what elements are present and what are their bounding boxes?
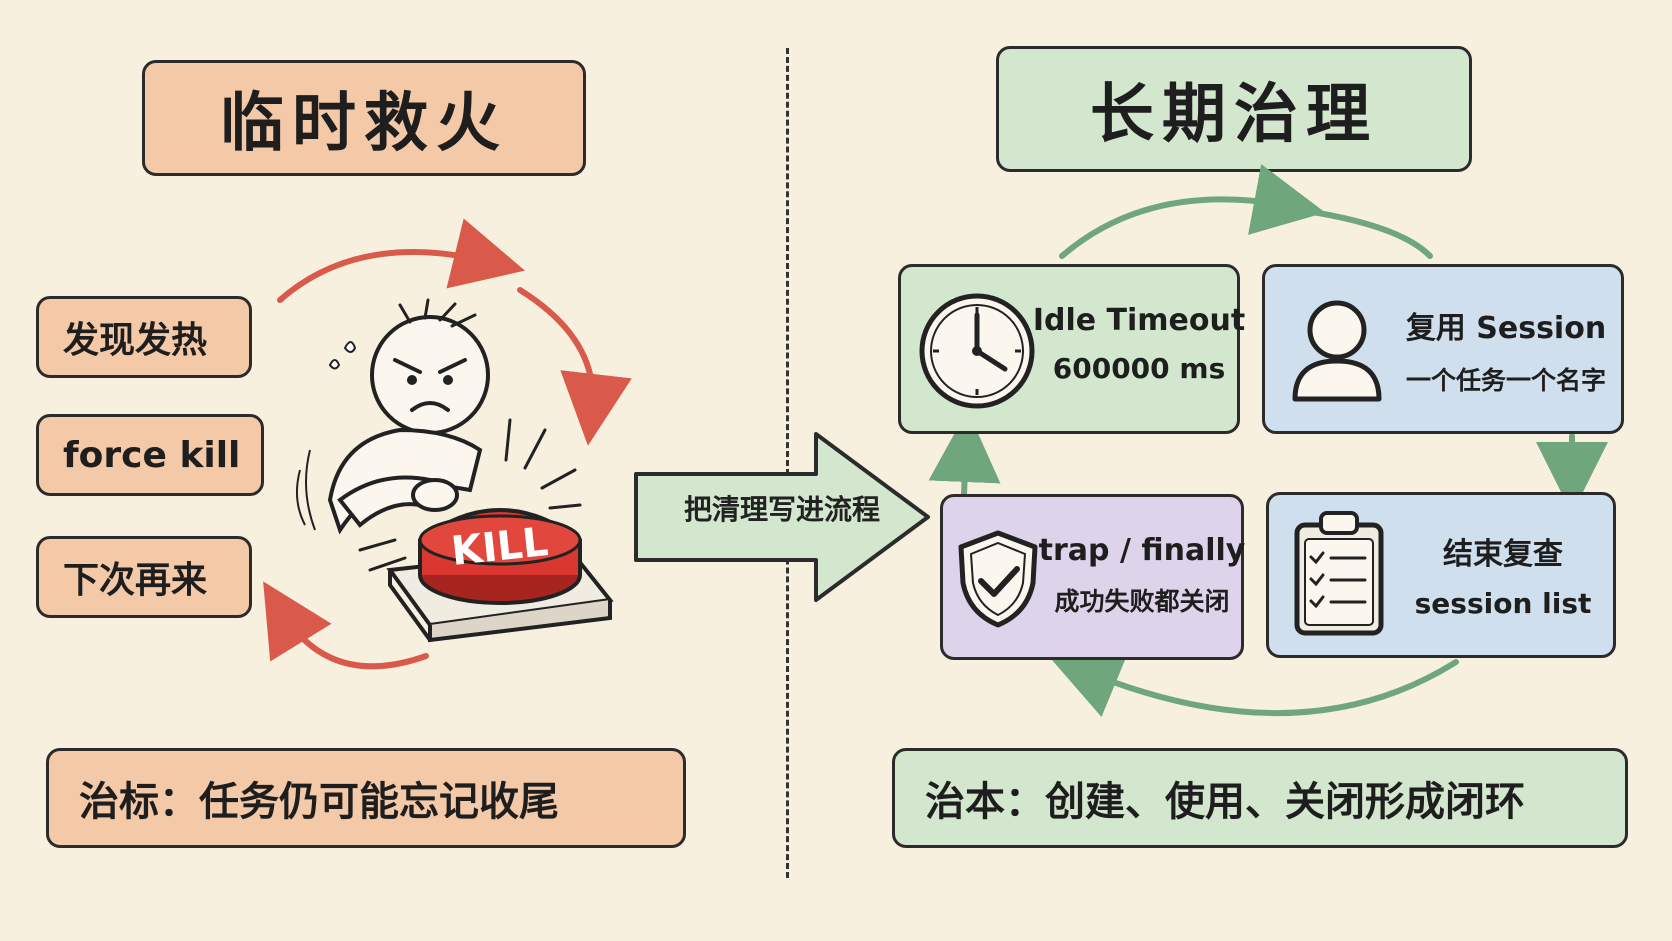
right-bottom-summary: 治本：创建、使用、关闭形成闭环 <box>892 748 1628 848</box>
transition-arrow-label: 把清理写进流程 <box>683 493 880 526</box>
card-idle-timeout-value: 600000 ms <box>1052 352 1226 385</box>
person-icon <box>1292 300 1382 402</box>
card-trap-finally: trap / finally 成功失败都关闭 <box>940 494 1246 660</box>
card-trap-finally-subtitle: 成功失败都关闭 <box>1054 587 1230 616</box>
stick-figure-illustration: KILL <box>295 298 614 643</box>
left-item-force-kill: force kill <box>36 414 264 496</box>
transition-arrow <box>634 432 930 602</box>
card-reuse-session: 复用 Session 一个任务一个名字 <box>1262 264 1624 434</box>
left-item-next-time: 下次再来 <box>36 536 252 618</box>
shield-check-icon <box>958 530 1038 628</box>
card-final-check-title: 结束复查 <box>1443 537 1563 572</box>
left-title: 临时救火 <box>142 60 586 176</box>
card-reuse-session-subtitle: 一个任务一个名字 <box>1405 366 1606 395</box>
center-divider <box>786 48 789 878</box>
left-item-discover: 发现发热 <box>36 296 252 378</box>
card-idle-timeout-title: Idle Timeout <box>1032 303 1246 338</box>
left-bottom-summary: 治标：任务仍可能忘记收尾 <box>46 748 686 848</box>
clipboard-checklist-icon <box>1294 511 1384 636</box>
kill-button-label: KILL <box>449 519 550 575</box>
card-idle-timeout: Idle Timeout 600000 ms <box>898 264 1245 434</box>
card-final-check: 结束复查 session list <box>1266 492 1616 658</box>
card-final-check-subtitle: session list <box>1414 587 1592 620</box>
card-trap-finally-title: trap / finally <box>1038 533 1246 568</box>
clock-icon <box>919 293 1035 409</box>
right-title: 长期治理 <box>996 46 1472 172</box>
card-reuse-session-title: 复用 Session <box>1405 311 1607 346</box>
